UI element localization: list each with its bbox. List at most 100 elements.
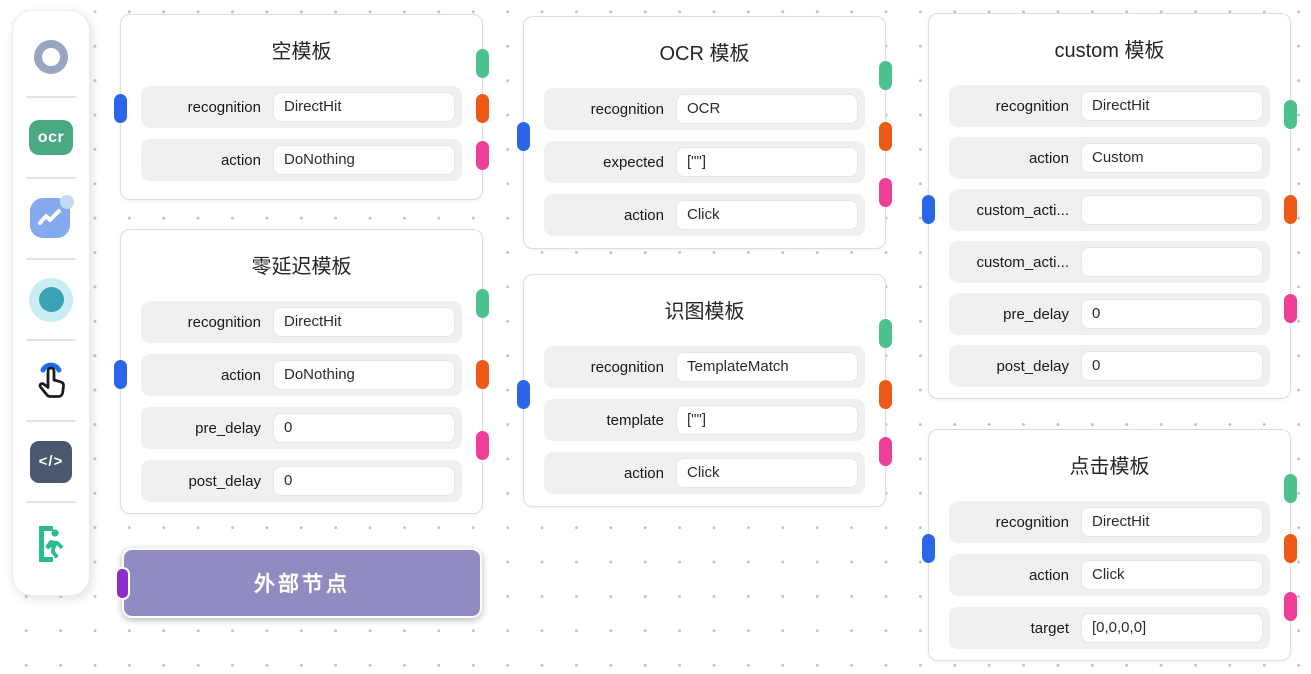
field-label: post_delay	[996, 357, 1069, 375]
exit-door-icon	[39, 525, 64, 562]
field-row: pre_delay 0	[141, 407, 462, 449]
field-label: recognition	[187, 313, 261, 331]
handle-source-pink[interactable]	[879, 437, 892, 466]
field-label: target	[1030, 619, 1069, 637]
handle-external-in[interactable]	[115, 567, 130, 600]
node-zero-delay-template[interactable]: 零延迟模板 recognition DirectHit action DoNot…	[114, 229, 489, 514]
handle-source-orange[interactable]	[476, 94, 489, 123]
handle-target-in[interactable]	[517, 122, 530, 151]
node-custom-template[interactable]: custom 模板 recognition DirectHit action C…	[922, 13, 1297, 399]
field-row: recognition DirectHit	[141, 86, 462, 128]
field-row: recognition DirectHit	[949, 501, 1270, 543]
node-external[interactable]: 外部节点	[115, 548, 482, 618]
field-input[interactable]: 0	[1081, 351, 1263, 381]
field-input[interactable]: Click	[676, 458, 858, 488]
ocr-icon: ocr	[29, 120, 73, 155]
node-template-match[interactable]: 识图模板 recognition TemplateMatch template …	[517, 274, 892, 507]
field-label: custom_acti...	[976, 201, 1069, 219]
field-row: target [0,0,0,0]	[949, 607, 1270, 649]
field-row: recognition DirectHit	[141, 301, 462, 343]
handle-target-in[interactable]	[922, 534, 935, 563]
field-label: action	[220, 151, 261, 169]
palette-item-ring[interactable]	[13, 17, 89, 96]
palette-item-ocr[interactable]: ocr	[13, 98, 89, 177]
code-icon: </>	[30, 440, 72, 483]
handle-source-green[interactable]	[476, 49, 489, 78]
field-label: expected	[603, 153, 664, 171]
field-input[interactable]: DirectHit	[273, 92, 455, 122]
node-click-template[interactable]: 点击模板 recognition DirectHit action Click …	[922, 429, 1297, 661]
handle-source-orange[interactable]	[879, 380, 892, 409]
handle-source-pink[interactable]	[879, 178, 892, 207]
field-input[interactable]: TemplateMatch	[676, 352, 858, 382]
ring-icon	[34, 39, 68, 74]
field-input[interactable]: 0	[273, 466, 455, 496]
handle-source-pink[interactable]	[476, 431, 489, 460]
handle-source-orange[interactable]	[476, 360, 489, 389]
field-row: recognition DirectHit	[949, 85, 1270, 127]
handle-target-in[interactable]	[922, 195, 935, 224]
field-row: action DoNothing	[141, 139, 462, 181]
field-row: action DoNothing	[141, 354, 462, 396]
palette-item-dot-circle[interactable]	[13, 260, 89, 339]
field-input[interactable]: [""]	[676, 147, 858, 177]
field-row: custom_acti...	[949, 189, 1270, 231]
field-input[interactable]: Click	[676, 200, 858, 230]
field-input[interactable]: Click	[1081, 560, 1263, 590]
field-label: action	[623, 464, 664, 482]
field-input[interactable]	[1081, 247, 1263, 277]
field-input[interactable]: Custom	[1081, 143, 1263, 173]
palette-item-hand-click[interactable]	[13, 341, 89, 420]
external-node-title: 外部节点	[254, 573, 350, 596]
palette-item-exit[interactable]	[13, 503, 89, 582]
handle-source-green[interactable]	[476, 289, 489, 318]
field-row: action Click	[544, 452, 865, 494]
handle-source-orange[interactable]	[1284, 195, 1297, 224]
field-label: pre_delay	[1003, 305, 1069, 323]
field-input[interactable]: OCR	[676, 94, 858, 124]
field-label: post_delay	[188, 472, 261, 490]
node-empty-template[interactable]: 空模板 recognition DirectHit action DoNothi…	[114, 14, 489, 200]
handle-target-in[interactable]	[114, 94, 127, 123]
node-ocr-template[interactable]: OCR 模板 recognition OCR expected [""] act…	[517, 16, 892, 249]
field-label: recognition	[590, 358, 664, 376]
divider	[26, 339, 76, 341]
trend-message-icon	[30, 194, 74, 240]
node-title: OCR 模板	[659, 43, 750, 65]
handle-source-green[interactable]	[1284, 100, 1297, 129]
field-input[interactable]: 0	[273, 413, 455, 443]
field-input[interactable]: 0	[1081, 299, 1263, 329]
handle-source-pink[interactable]	[1284, 592, 1297, 621]
field-input[interactable]: [0,0,0,0]	[1081, 613, 1263, 643]
handle-source-green[interactable]	[1284, 474, 1297, 503]
handle-target-in[interactable]	[114, 360, 127, 389]
divider	[26, 96, 76, 98]
field-label: recognition	[187, 98, 261, 116]
field-row: recognition TemplateMatch	[544, 346, 865, 388]
handle-source-green[interactable]	[879, 319, 892, 348]
field-input[interactable]: DirectHit	[1081, 507, 1263, 537]
field-input[interactable]: DoNothing	[273, 145, 455, 175]
divider	[26, 177, 76, 179]
field-label: action	[623, 206, 664, 224]
field-input[interactable]: DoNothing	[273, 360, 455, 390]
field-input[interactable]: [""]	[676, 405, 858, 435]
field-input[interactable]: DirectHit	[1081, 91, 1263, 121]
handle-source-orange[interactable]	[879, 122, 892, 151]
palette-item-code[interactable]: </>	[13, 422, 89, 501]
handle-target-in[interactable]	[517, 380, 530, 409]
field-input[interactable]: DirectHit	[273, 307, 455, 337]
field-row: expected [""]	[544, 141, 865, 183]
handle-source-orange[interactable]	[1284, 534, 1297, 563]
palette-item-trend-message[interactable]	[13, 179, 89, 258]
handle-source-green[interactable]	[879, 61, 892, 90]
handle-source-pink[interactable]	[1284, 294, 1297, 323]
field-input[interactable]	[1081, 195, 1263, 225]
node-palette-sidebar: ocr	[12, 10, 90, 596]
field-row: pre_delay 0	[949, 293, 1270, 335]
field-label: action	[1028, 566, 1069, 584]
field-row: action Click	[544, 194, 865, 236]
handle-source-pink[interactable]	[476, 141, 489, 170]
node-title: custom 模板	[1054, 40, 1165, 62]
